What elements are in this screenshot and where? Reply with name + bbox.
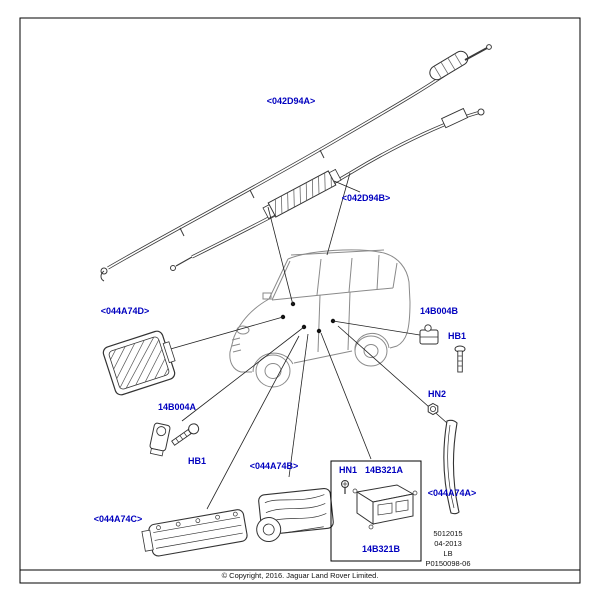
bolt-left [171, 423, 200, 446]
doc-info-block: 5012015 04-2013 LB P0150098-06 [407, 529, 489, 569]
impact-sensor-right [419, 324, 439, 345]
bolt-right [454, 345, 466, 373]
ecu-detail-box [330, 460, 422, 562]
attachment-points [280, 301, 336, 334]
ecu-assembly [352, 484, 418, 530]
driver-airbag-module [102, 330, 176, 396]
part-label-042D94A[interactable]: <042D94A> [266, 96, 316, 106]
curtain-airbag-lower [170, 107, 485, 271]
curtain-upper-inflator [429, 50, 469, 81]
part-label-044A74B[interactable]: <044A74B> [249, 461, 299, 471]
part-label-044A74A[interactable]: <044A74A> [427, 488, 477, 498]
part-label-042D94B[interactable]: <042D94B> [341, 193, 391, 203]
impact-sensor-left [149, 422, 171, 457]
nut-hn2 [427, 402, 439, 416]
part-label-14B004B[interactable]: 14B004B [419, 306, 459, 316]
part-label-044A74C[interactable]: <044A74C> [93, 514, 143, 524]
leader-lines [166, 172, 448, 510]
part-label-HN1[interactable]: HN1 [338, 465, 358, 475]
part-label-HB1-left[interactable]: HB1 [187, 456, 207, 466]
pillar-airbag [443, 419, 460, 515]
page-border [19, 17, 581, 584]
doc-date: 04-2013 [434, 539, 462, 548]
part-label-14B321A[interactable]: 14B321A [364, 465, 404, 475]
vehicle-illustration [229, 249, 411, 388]
copyright-text: © Copyright, 2016. Jaguar Land Rover Lim… [221, 571, 379, 580]
part-label-044A74D[interactable]: <044A74D> [100, 306, 150, 316]
part-label-HB1-right[interactable]: HB1 [447, 331, 467, 341]
screw-hn1 [341, 480, 349, 494]
passenger-airbag-module [256, 487, 334, 543]
doc-code: LB [443, 549, 453, 558]
knee-airbag-module [141, 509, 248, 557]
drawing-number: P0150098-06 [425, 559, 471, 568]
part-label-14B004A[interactable]: 14B004A [157, 402, 197, 412]
curtain-airbag-upper [100, 44, 492, 282]
doc-number: 5012015 [433, 529, 463, 538]
part-label-HN2[interactable]: HN2 [427, 389, 447, 399]
part-label-14B321B[interactable]: 14B321B [361, 544, 401, 554]
